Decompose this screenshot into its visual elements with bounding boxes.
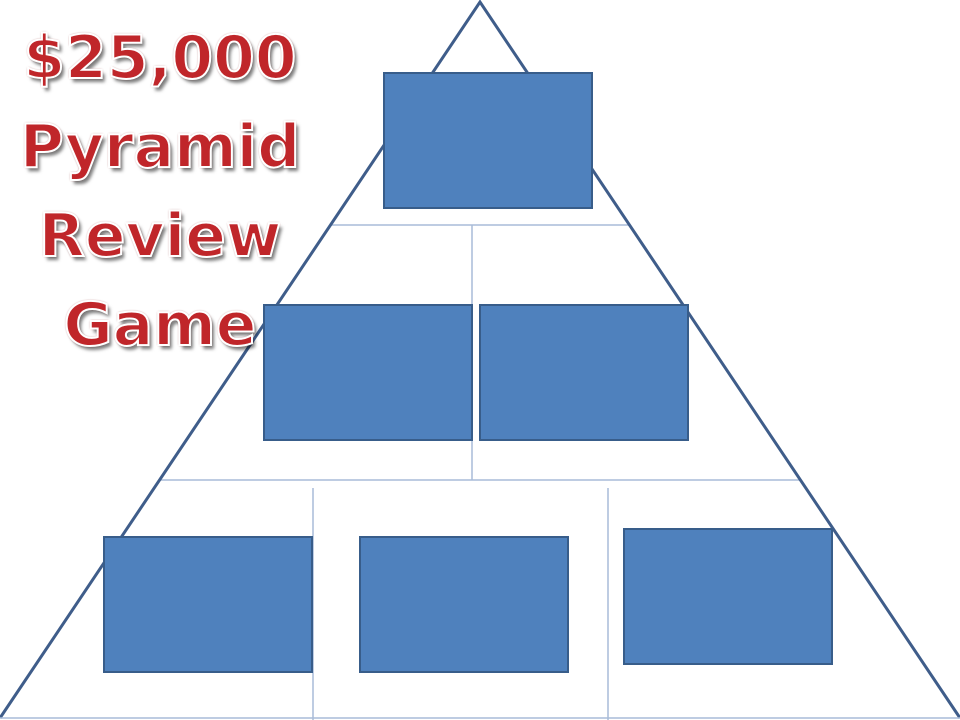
category-tile-bottom-right[interactable]: [623, 528, 833, 665]
title-line-game: Game: [63, 289, 258, 361]
category-tile-bottom-left[interactable]: [103, 536, 313, 673]
category-tile-bottom-center[interactable]: [359, 536, 569, 673]
title-line-amount: $25,000: [22, 22, 297, 94]
title-line-review: Review: [38, 200, 283, 272]
title-line-pyramid: Pyramid: [19, 111, 301, 183]
category-tile-middle-left[interactable]: [263, 304, 473, 441]
category-tile-middle-right[interactable]: [479, 304, 689, 441]
category-tile-top[interactable]: [383, 72, 593, 209]
game-title: $25,000 Pyramid Review Game: [10, 14, 310, 370]
